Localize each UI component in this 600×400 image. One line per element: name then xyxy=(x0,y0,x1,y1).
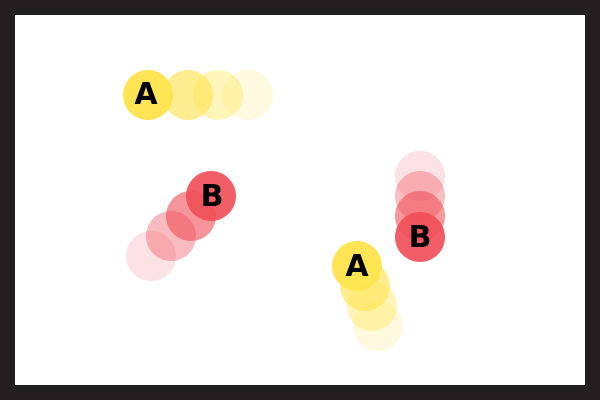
ball-b-right-label: B xyxy=(408,220,432,255)
ball-a-top-label: A xyxy=(134,77,158,112)
ball-b-right xyxy=(395,212,445,262)
diagram-canvas: A B A B xyxy=(15,15,585,385)
ball-a-bottom-label: A xyxy=(345,249,369,284)
ball-b-left-label: B xyxy=(200,179,224,214)
ball-a-top xyxy=(123,70,173,120)
ball-a-bottom xyxy=(332,241,382,291)
ball-b-left-trail-3 xyxy=(126,231,176,281)
ball-b-left xyxy=(186,171,236,221)
ball-a-top-trail-3 xyxy=(223,70,273,120)
